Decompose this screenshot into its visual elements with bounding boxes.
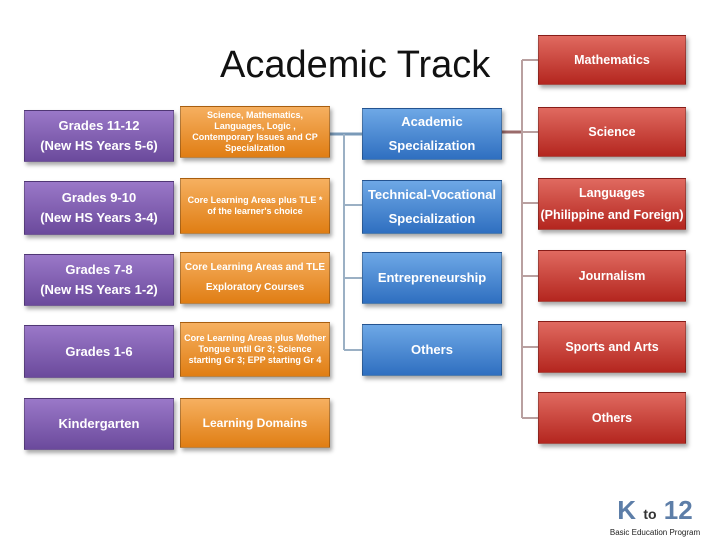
specialization-box-others: Others <box>538 392 686 444</box>
curriculum-text: Learning Domains <box>202 416 308 430</box>
logo-k: K <box>617 495 637 525</box>
track-sublabel: Specialization <box>388 211 476 226</box>
specialization-label: Languages <box>579 186 645 200</box>
specialization-label: Science <box>588 125 636 139</box>
grade-label: Grades 11-12 <box>58 118 140 133</box>
grade-label: Grades 7-8 <box>65 262 133 277</box>
logo-mark: K to 12 <box>600 496 710 528</box>
curriculum-text: Core Learning Areas plus TLE * of the le… <box>187 195 323 216</box>
curriculum-text: Core Learning Areas and TLE Exploratory … <box>184 262 326 293</box>
track-label: Technical-Vocational <box>367 187 497 202</box>
logo-number: 12 <box>663 495 693 525</box>
track-box-entrepreneurship: Entrepreneurship <box>362 252 502 304</box>
track-box-others: Others <box>362 324 502 376</box>
grade-sublabel: (New HS Years 1-2) <box>40 282 158 297</box>
specialization-label: Others <box>591 411 633 425</box>
specialization-box-sports-arts: Sports and Arts <box>538 321 686 373</box>
grade-sublabel: (New HS Years 5-6) <box>40 138 158 153</box>
track-box-techvoc: Technical-Vocational Specialization <box>362 180 502 234</box>
grade-box-kindergarten: Kindergarten <box>24 398 174 450</box>
grade-label: Grades 9-10 <box>61 190 137 205</box>
specialization-box-mathematics: Mathematics <box>538 35 686 85</box>
curriculum-box-kindergarten: Learning Domains <box>180 398 330 448</box>
track-sublabel: Specialization <box>388 138 476 153</box>
track-label: Academic <box>401 114 463 129</box>
curriculum-text: Science, Mathematics, Languages, Logic ,… <box>192 110 318 153</box>
grade-box-9-10: Grades 9-10 (New HS Years 3-4) <box>24 181 174 235</box>
specialization-label: Sports and Arts <box>565 340 659 354</box>
specialization-sublabel: (Philippine and Foreign) <box>540 208 684 222</box>
specialization-label: Journalism <box>578 269 646 283</box>
specialization-box-science: Science <box>538 107 686 157</box>
specialization-box-journalism: Journalism <box>538 250 686 302</box>
grade-label: Kindergarten <box>58 416 140 431</box>
track-label: Others <box>411 342 453 357</box>
specialization-box-languages: Languages (Philippine and Foreign) <box>538 178 686 230</box>
specialization-label: Mathematics <box>574 53 650 67</box>
track-label: Entrepreneurship <box>377 270 487 285</box>
page-title: Academic Track <box>220 44 491 86</box>
grade-label: Grades 1-6 <box>65 343 133 359</box>
logo-to: to <box>643 506 657 522</box>
grade-box-11-12: Grades 11-12 (New HS Years 5-6) <box>24 110 174 162</box>
logo-subtitle: Basic Education Program <box>609 528 701 537</box>
curriculum-box-9-10: Core Learning Areas plus TLE * of the le… <box>180 178 330 234</box>
k-to-12-logo: K to 12 Basic Education Program <box>600 496 710 537</box>
curriculum-text: Core Learning Areas plus Mother Tongue u… <box>184 333 326 365</box>
curriculum-box-7-8: Core Learning Areas and TLE Exploratory … <box>180 252 330 304</box>
grade-box-7-8: Grades 7-8 (New HS Years 1-2) <box>24 254 174 306</box>
curriculum-box-1-6: Core Learning Areas plus Mother Tongue u… <box>180 322 330 377</box>
grade-sublabel: (New HS Years 3-4) <box>40 210 158 225</box>
grade-box-1-6: Grades 1-6 <box>24 325 174 378</box>
track-box-academic: Academic Specialization <box>362 108 502 160</box>
curriculum-box-11-12: Science, Mathematics, Languages, Logic ,… <box>180 106 330 158</box>
